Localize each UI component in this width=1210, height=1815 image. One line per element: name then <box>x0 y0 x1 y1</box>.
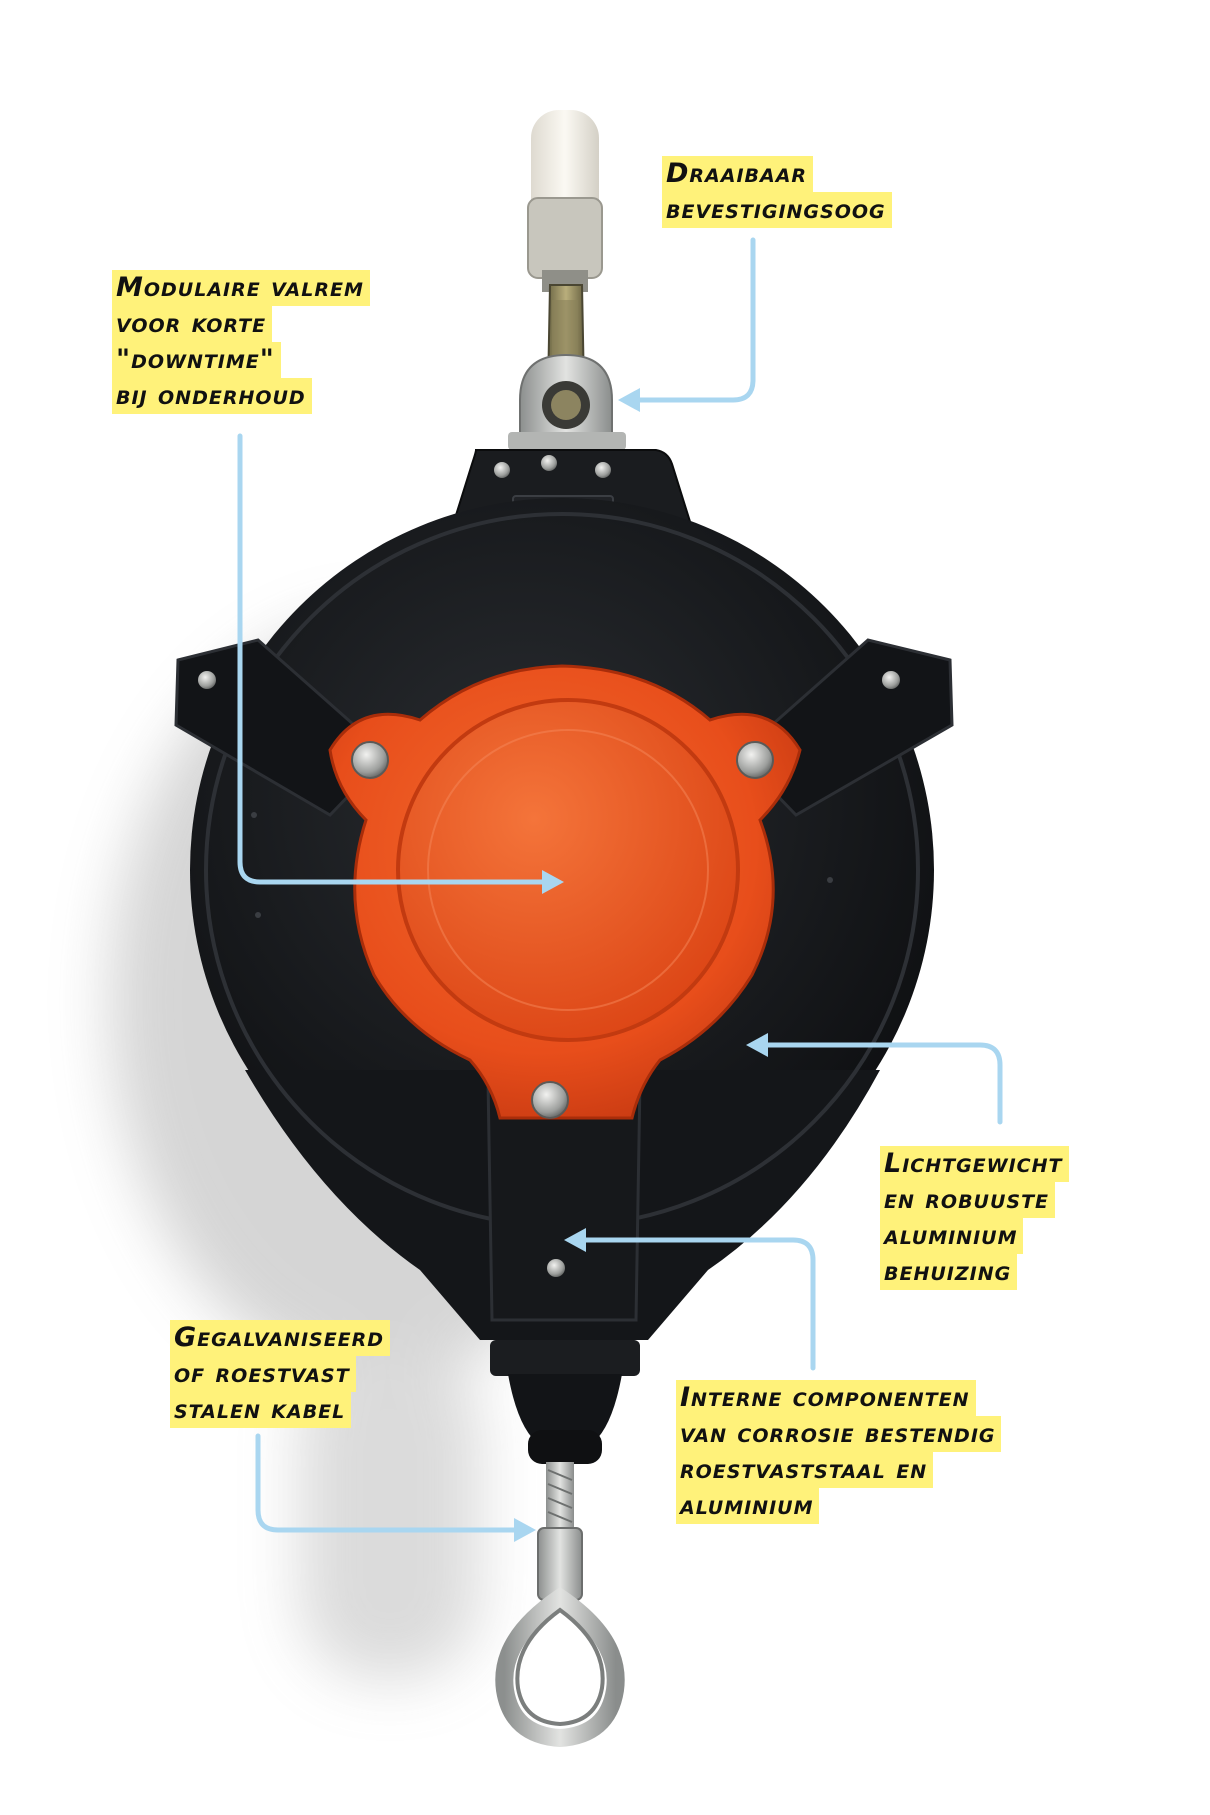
arrow-modular <box>237 433 551 885</box>
callout-line: voor korte <box>112 306 273 342</box>
callout-line: bij onderhoud <box>112 378 312 414</box>
callout-line: bevestigingsoog <box>662 192 892 228</box>
cable-thimble <box>495 1587 625 1748</box>
callout-swivel-eye: Draaibaar bevestigingsoog <box>662 156 892 228</box>
callout-modular-brake: Modulaire valrem voor korte "downtime" b… <box>112 270 370 414</box>
arrow-cable <box>255 1433 523 1533</box>
callout-steel-cable: Gegalvaniseerd of roestvast stalen kabel <box>170 1320 391 1428</box>
orange-cover-dome <box>396 698 740 1042</box>
callout-line: aluminium <box>676 1488 820 1524</box>
callout-line: Lichtgewicht <box>880 1146 1069 1182</box>
callout-line: of roestvast <box>170 1356 356 1392</box>
arrow-heads <box>514 388 768 1542</box>
rope-ferrule <box>527 197 603 279</box>
arrow-housing <box>759 1042 1003 1125</box>
callout-aluminium-housing: Lichtgewicht en robuuste aluminium behui… <box>880 1146 1069 1290</box>
callout-line: Modulaire valrem <box>112 270 370 306</box>
callout-line: van corrosie bestendig <box>676 1416 1002 1452</box>
callout-line: Interne componenten <box>676 1380 976 1416</box>
callout-line: "downtime" <box>112 342 281 378</box>
callout-line: en robuuste <box>880 1182 1056 1218</box>
callout-line: aluminium <box>880 1218 1024 1254</box>
arrow-internal <box>577 1237 816 1371</box>
callout-line: roestvaststaal en <box>676 1452 934 1488</box>
callout-line: Gegalvaniseerd <box>170 1320 391 1356</box>
callout-line: Draaibaar <box>662 156 814 192</box>
callout-line: behuizing <box>880 1254 1018 1290</box>
arrow-swivel <box>622 237 756 403</box>
callout-internal-components: Interne componenten van corrosie bestend… <box>676 1380 1002 1524</box>
callout-line: stalen kabel <box>170 1392 352 1428</box>
callout-arrows <box>237 237 1003 1533</box>
cable-outlet <box>490 1340 640 1376</box>
